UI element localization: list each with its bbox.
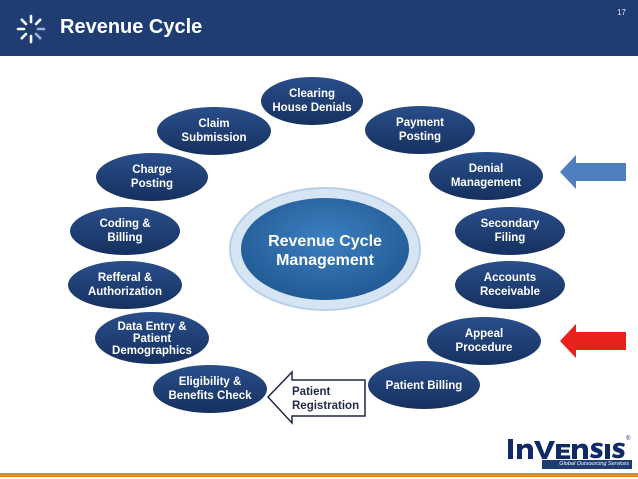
- node-label: Charge: [132, 164, 172, 176]
- node-label: Denial: [469, 163, 504, 175]
- center-label-line2: Management: [276, 252, 374, 269]
- node-label: Receivable: [480, 286, 540, 298]
- registration-label-line1: Patient: [292, 386, 331, 398]
- cycle-node-eligibility-benefits-check: Eligibility & Benefits Check: [151, 363, 269, 415]
- node-label: Management: [451, 177, 521, 189]
- spinner-icon: [16, 14, 46, 44]
- node-label: Refferal &: [98, 272, 152, 284]
- node-label: Posting: [131, 178, 173, 190]
- cycle-node-accounts-receivable: Accounts Receivable: [453, 259, 567, 311]
- cycle-node-patient-billing: Patient Billing: [366, 359, 482, 411]
- node-label: Appeal: [465, 328, 503, 340]
- node-label: Posting: [399, 131, 441, 143]
- logo-tagline: Global Outsourcing Services: [542, 460, 632, 469]
- cycle-node-denial-management: Denial Management: [427, 150, 545, 202]
- cycle-node-refferal-authorization: Refferal & Authorization: [66, 259, 184, 311]
- node-label: Data Entry &: [117, 321, 186, 333]
- node-label: Coding &: [99, 218, 150, 230]
- logo-wordmark: [506, 436, 626, 466]
- red-arrow-icon: [560, 324, 626, 358]
- header-bar: Revenue Cycle 17: [0, 0, 638, 56]
- cycle-node-appeal-procedure: Appeal Procedure: [425, 315, 543, 367]
- node-label: Secondary: [481, 218, 540, 230]
- node-label: Demographics: [112, 345, 192, 357]
- cycle-node-charge-posting: Charge Posting: [94, 151, 210, 203]
- node-label: Procedure: [456, 342, 513, 354]
- center-label-line1: Revenue Cycle: [268, 233, 382, 250]
- invensis-logo: ® Global Outsourcing Services: [506, 436, 632, 470]
- center-node: Revenue Cycle Management: [229, 187, 421, 311]
- node-label: House Denials: [272, 102, 351, 114]
- patient-registration-arrow: Patient Registration: [266, 370, 366, 425]
- node-label: Billing: [107, 232, 142, 244]
- node-label: Eligibility &: [179, 376, 242, 388]
- footer-accent-line: [0, 473, 638, 477]
- node-label: Payment: [396, 117, 444, 129]
- node-label: Benefits Check: [168, 390, 252, 402]
- cycle-node-data-entry-patient-demographics: Data Entry & Patient Demographics: [93, 310, 211, 366]
- node-label: Patient Billing: [386, 380, 463, 392]
- cycle-node-payment-posting: Payment Posting: [363, 104, 477, 156]
- page-number: 17: [617, 8, 626, 17]
- cycle-node-secondary-filing: Secondary Filing: [453, 205, 567, 257]
- node-label: Submission: [181, 132, 246, 144]
- node-label: Accounts: [484, 272, 536, 284]
- node-label: Patient: [133, 333, 172, 345]
- node-label: Claim: [198, 118, 229, 130]
- registration-label-line2: Registration: [292, 400, 359, 412]
- node-label: Filing: [495, 232, 526, 244]
- logo-mark: [508, 439, 625, 459]
- cycle-node-clearing-house-denials: Clearing House Denials: [259, 75, 365, 127]
- registered-mark: ®: [626, 436, 631, 442]
- cycle-node-claim-submission: Claim Submission: [155, 105, 273, 157]
- page-title: Revenue Cycle: [60, 16, 203, 38]
- node-label: Clearing: [289, 88, 335, 100]
- blue-arrow-icon: [560, 155, 626, 189]
- revenue-cycle-diagram: Revenue Cycle Management Clearing House …: [66, 75, 626, 425]
- cycle-node-coding-billing: Coding & Billing: [68, 205, 182, 257]
- node-label: Authorization: [88, 286, 162, 298]
